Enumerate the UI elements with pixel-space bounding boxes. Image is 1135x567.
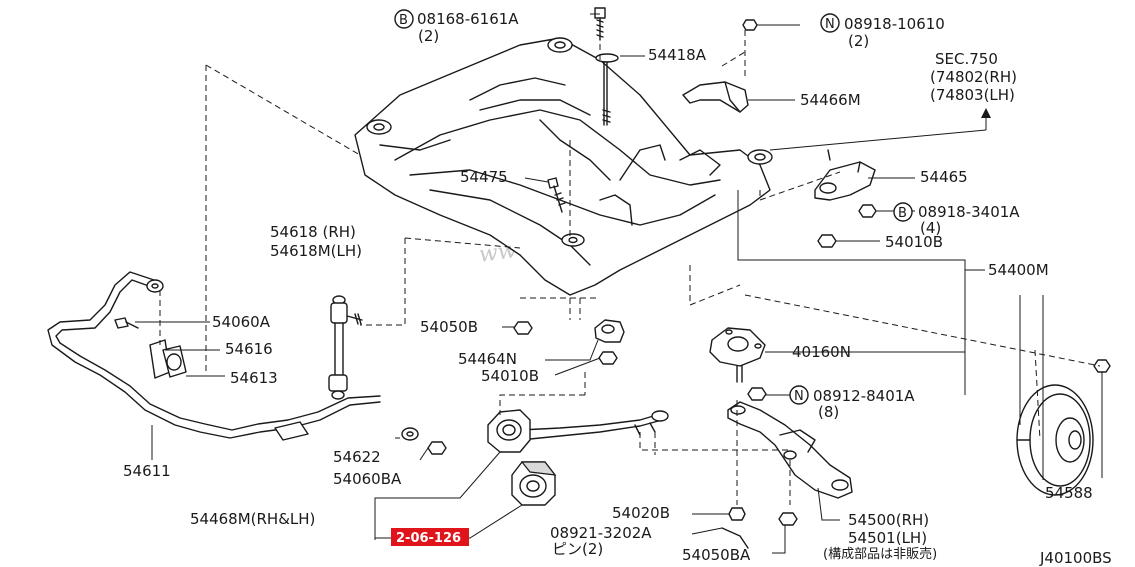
bushing-54464n bbox=[594, 319, 625, 343]
nut-08918-3401a bbox=[858, 204, 877, 218]
label-54466m[interactable]: 54466M bbox=[800, 91, 861, 109]
nut-54060ba bbox=[427, 441, 447, 455]
stabilizer-link-54618 bbox=[328, 295, 363, 400]
circle-n-marker-2: N bbox=[794, 389, 804, 404]
label-54418a[interactable]: 54418A bbox=[648, 46, 707, 64]
nut-54010b-mid bbox=[598, 351, 618, 365]
label-54611[interactable]: 54611 bbox=[123, 462, 171, 480]
bolt-54020b bbox=[728, 507, 746, 521]
label-40160n[interactable]: 40160N bbox=[792, 343, 851, 361]
label-54020b[interactable]: 54020B bbox=[612, 504, 670, 522]
label-54588[interactable]: 54588 bbox=[1045, 484, 1093, 502]
label-08912-8401a[interactable]: 08912-8401A bbox=[813, 387, 915, 405]
label-08918-3401a-qty: (4) bbox=[920, 219, 941, 237]
label-sec-750[interactable]: SEC.750 bbox=[935, 50, 998, 68]
label-54060ba[interactable]: 54060BA bbox=[333, 470, 402, 488]
label-54060a[interactable]: 54060A bbox=[212, 313, 271, 331]
part-labels: B 08168-6161A (2) 54418A N 08918-10610 (… bbox=[123, 9, 1112, 567]
label-54475[interactable]: 54475 bbox=[460, 168, 508, 186]
label-08912-qty: (8) bbox=[818, 403, 839, 421]
label-08918-3401a[interactable]: 08918-3401A bbox=[918, 203, 1020, 221]
label-54618-rh[interactable]: 54618 (RH) bbox=[270, 223, 356, 241]
bushing-54468m-upper bbox=[487, 409, 531, 453]
nut-54050ba bbox=[778, 512, 798, 526]
label-54613[interactable]: 54613 bbox=[230, 369, 278, 387]
nut-54010b-top bbox=[817, 234, 837, 248]
transverse-link bbox=[519, 410, 669, 441]
highlight-badge bbox=[391, 528, 469, 546]
label-54465[interactable]: 54465 bbox=[920, 168, 968, 186]
ball-joint-40160n bbox=[709, 327, 766, 383]
leader-lines bbox=[135, 13, 1103, 554]
label-54500-rh[interactable]: 54500(RH) bbox=[848, 511, 929, 529]
label-54010b-mid[interactable]: 54010B bbox=[481, 367, 539, 385]
label-54464n[interactable]: 54464N bbox=[458, 350, 517, 368]
label-08921-3202a[interactable]: 08921-3202A bbox=[550, 524, 652, 542]
nut-08918-10610 bbox=[742, 19, 758, 31]
circle-b-marker: B bbox=[399, 13, 408, 28]
bushing-54468m-lower bbox=[511, 461, 557, 506]
label-08168-6161a[interactable]: 08168-6161A bbox=[417, 10, 519, 28]
sec-750-arrow bbox=[769, 108, 991, 151]
label-08168-qty: (2) bbox=[418, 27, 439, 45]
label-08918-10610-qty: (2) bbox=[848, 32, 869, 50]
label-54050b[interactable]: 54050B bbox=[420, 318, 478, 336]
nut-08912-8401a bbox=[747, 387, 767, 401]
circle-n-marker: N bbox=[825, 17, 835, 32]
bolt-54060a bbox=[114, 317, 139, 329]
bolt-54418a bbox=[595, 53, 619, 126]
bolt-54475 bbox=[547, 177, 566, 213]
dashed-guides bbox=[159, 30, 1101, 505]
circle-b-marker-2: B bbox=[898, 206, 907, 221]
label-not-sold: (構成部品は非販売) bbox=[823, 546, 937, 562]
label-sec-lh: (74803(LH) bbox=[930, 86, 1015, 104]
bracket-54466m bbox=[682, 81, 749, 113]
label-08918-10610[interactable]: 08918-10610 bbox=[844, 15, 945, 33]
label-08921-pin: ピン(2) bbox=[552, 540, 603, 558]
stabilizer-bar-54611 bbox=[47, 271, 381, 441]
mount-54465 bbox=[814, 149, 876, 201]
label-54400m[interactable]: 54400M bbox=[988, 261, 1049, 279]
highlight-badge-text[interactable]: 2-06-126 bbox=[396, 531, 461, 546]
nut-54050b bbox=[513, 321, 533, 335]
label-54468m[interactable]: 54468M(RH&LH) bbox=[190, 510, 315, 528]
label-54050ba[interactable]: 54050BA bbox=[682, 546, 751, 564]
bushing-54616 bbox=[149, 339, 187, 379]
brake-disc-54588 bbox=[1016, 359, 1111, 496]
label-54501-lh[interactable]: 54501(LH) bbox=[848, 529, 927, 547]
label-54616[interactable]: 54616 bbox=[225, 340, 273, 358]
subframe-assembly bbox=[354, 37, 773, 296]
bolt-08168 bbox=[594, 7, 606, 41]
label-54622[interactable]: 54622 bbox=[333, 448, 381, 466]
label-54010b-top[interactable]: 54010B bbox=[885, 233, 943, 251]
pin-08921-3202a bbox=[721, 527, 749, 549]
washer-54622 bbox=[401, 427, 419, 441]
label-sec-rh: (74802(RH) bbox=[930, 68, 1017, 86]
label-54618m-lh[interactable]: 54618M(LH) bbox=[270, 242, 362, 260]
lower-control-arm bbox=[727, 401, 853, 499]
corner-code: J40100BS bbox=[1039, 549, 1112, 567]
